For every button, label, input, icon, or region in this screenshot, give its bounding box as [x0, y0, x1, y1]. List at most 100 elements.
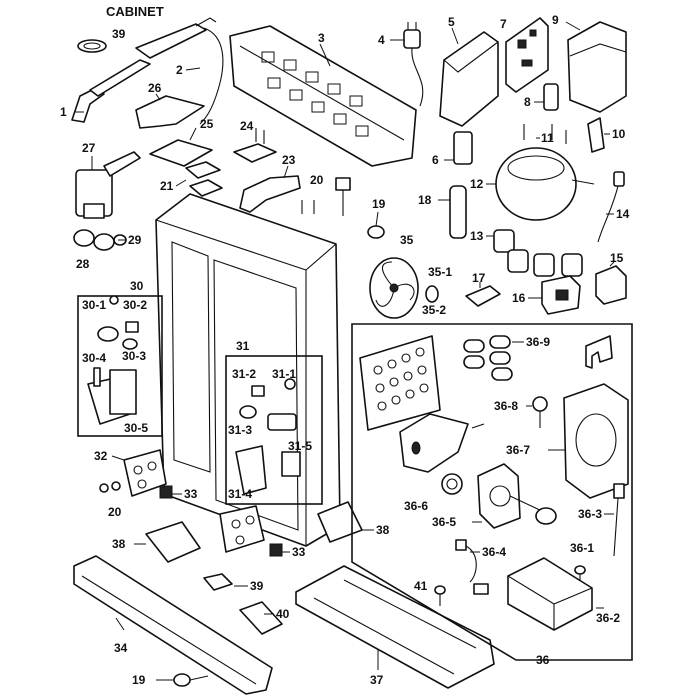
label-2: 2: [176, 63, 183, 77]
part-36-2-case: [507, 557, 604, 631]
part-36-8-screw: [526, 396, 548, 428]
label-12: 12: [470, 177, 484, 191]
part-34-base-rail: [73, 555, 273, 695]
label-14: 14: [616, 207, 630, 221]
label-36-5: 36-5: [432, 515, 456, 529]
label-24: 24: [240, 119, 254, 133]
group-36-frame: [351, 323, 633, 661]
label-36-3: 36-3: [578, 507, 602, 521]
label-30: 30: [130, 279, 144, 293]
label-28: 28: [76, 257, 90, 271]
part-20-screws-upper: [301, 177, 351, 216]
label-3: 3: [318, 31, 325, 45]
part-40-fitting: [239, 601, 283, 635]
label-11: 11: [541, 131, 554, 145]
part-14-wire: [597, 171, 625, 243]
label-38-b: 38: [376, 523, 390, 537]
part-36-3-cable-tie: [604, 483, 625, 557]
label-16: 16: [512, 291, 526, 305]
label-40: 40: [276, 607, 290, 621]
part-19-screw-lower: [156, 673, 209, 687]
label-30-1: 30-1: [82, 298, 106, 312]
part-30-hinge-parts: [87, 295, 139, 425]
part-4-power-cord: [390, 22, 424, 107]
part-39-clamp-lower: [203, 573, 248, 591]
part-1-tube: [71, 59, 151, 123]
part-21-pads-a: [175, 161, 223, 197]
label-9: 9: [552, 13, 559, 27]
part-28-29-fittings: [73, 229, 127, 251]
label-38-a: 38: [112, 537, 126, 551]
part-39-clamp-top: [77, 39, 107, 53]
group-30-frame: [77, 295, 163, 437]
label-30-5: 30-5: [124, 421, 148, 435]
part-8-capacitor: [534, 83, 559, 111]
part-25-bracket: [149, 127, 213, 167]
part-16-relay: [528, 275, 581, 315]
label-31-5: 31-5: [288, 439, 312, 453]
diagram-title: CABINET: [106, 4, 164, 19]
part-15-relay-cover: [595, 261, 627, 305]
label-36-1: 36-1: [570, 541, 594, 555]
label-31: 31: [236, 339, 250, 353]
label-23: 23: [282, 153, 296, 167]
part-38-bracket-left: [134, 521, 201, 563]
part-36-6-grommet: [441, 473, 463, 495]
part-3-panel: [229, 25, 417, 167]
label-15: 15: [610, 251, 624, 265]
label-20-b: 20: [108, 505, 122, 519]
part-9-housing: [565, 21, 627, 113]
label-36-4: 36-4: [482, 545, 506, 559]
label-27: 27: [82, 141, 96, 155]
part-23-bracket: [239, 165, 301, 213]
part-38-bracket-right: [317, 501, 374, 543]
label-1: 1: [60, 105, 67, 119]
label-37: 37: [370, 673, 384, 687]
label-35-1: 35-1: [428, 265, 452, 279]
label-7: 7: [500, 17, 507, 31]
part-36-4-wire: [455, 539, 489, 595]
label-10: 10: [612, 127, 626, 141]
label-29: 29: [128, 233, 142, 247]
part-2-harness: [135, 17, 224, 125]
part-32-hinge-left: [111, 449, 167, 497]
label-41: 41: [414, 579, 428, 593]
label-25: 25: [200, 117, 214, 131]
label-39-top: 39: [112, 27, 126, 41]
part-24-gasket: [233, 128, 277, 163]
part-11-bolts: [523, 124, 567, 144]
label-19-a: 19: [372, 197, 386, 211]
part-5-cover: [439, 27, 499, 127]
label-26: 26: [148, 81, 162, 95]
part-13-grommets: [486, 229, 583, 277]
part-hinge-lower: [219, 505, 290, 557]
label-17: 17: [472, 271, 486, 285]
part-37-bottom-frame: [295, 565, 495, 689]
label-13: 13: [470, 229, 484, 243]
label-35: 35: [400, 233, 414, 247]
label-32: 32: [94, 449, 108, 463]
label-30-2: 30-2: [123, 298, 147, 312]
part-36-9-rollers: [463, 335, 524, 381]
label-6: 6: [432, 153, 439, 167]
label-21-a: 21: [160, 179, 174, 193]
part-17-bracket: [465, 282, 501, 307]
part-36-7-shroud: [548, 383, 629, 499]
label-18: 18: [418, 193, 432, 207]
part-20-screws-lower: [99, 481, 121, 493]
label-30-3: 30-3: [122, 349, 146, 363]
label-34: 34: [114, 641, 128, 655]
label-36-9: 36-9: [526, 335, 550, 349]
label-5: 5: [448, 15, 455, 29]
part-33-cap-left: [159, 485, 182, 499]
part-18-sleeve: [438, 185, 467, 239]
part-36-duct-cover: [399, 413, 485, 473]
part-36-insulation-block: [359, 335, 441, 431]
part-41-screw: [434, 585, 446, 606]
label-31-3: 31-3: [228, 423, 252, 437]
label-36-2: 36-2: [596, 611, 620, 625]
label-36-7: 36-7: [506, 443, 530, 457]
part-6-capacitor: [444, 131, 473, 165]
